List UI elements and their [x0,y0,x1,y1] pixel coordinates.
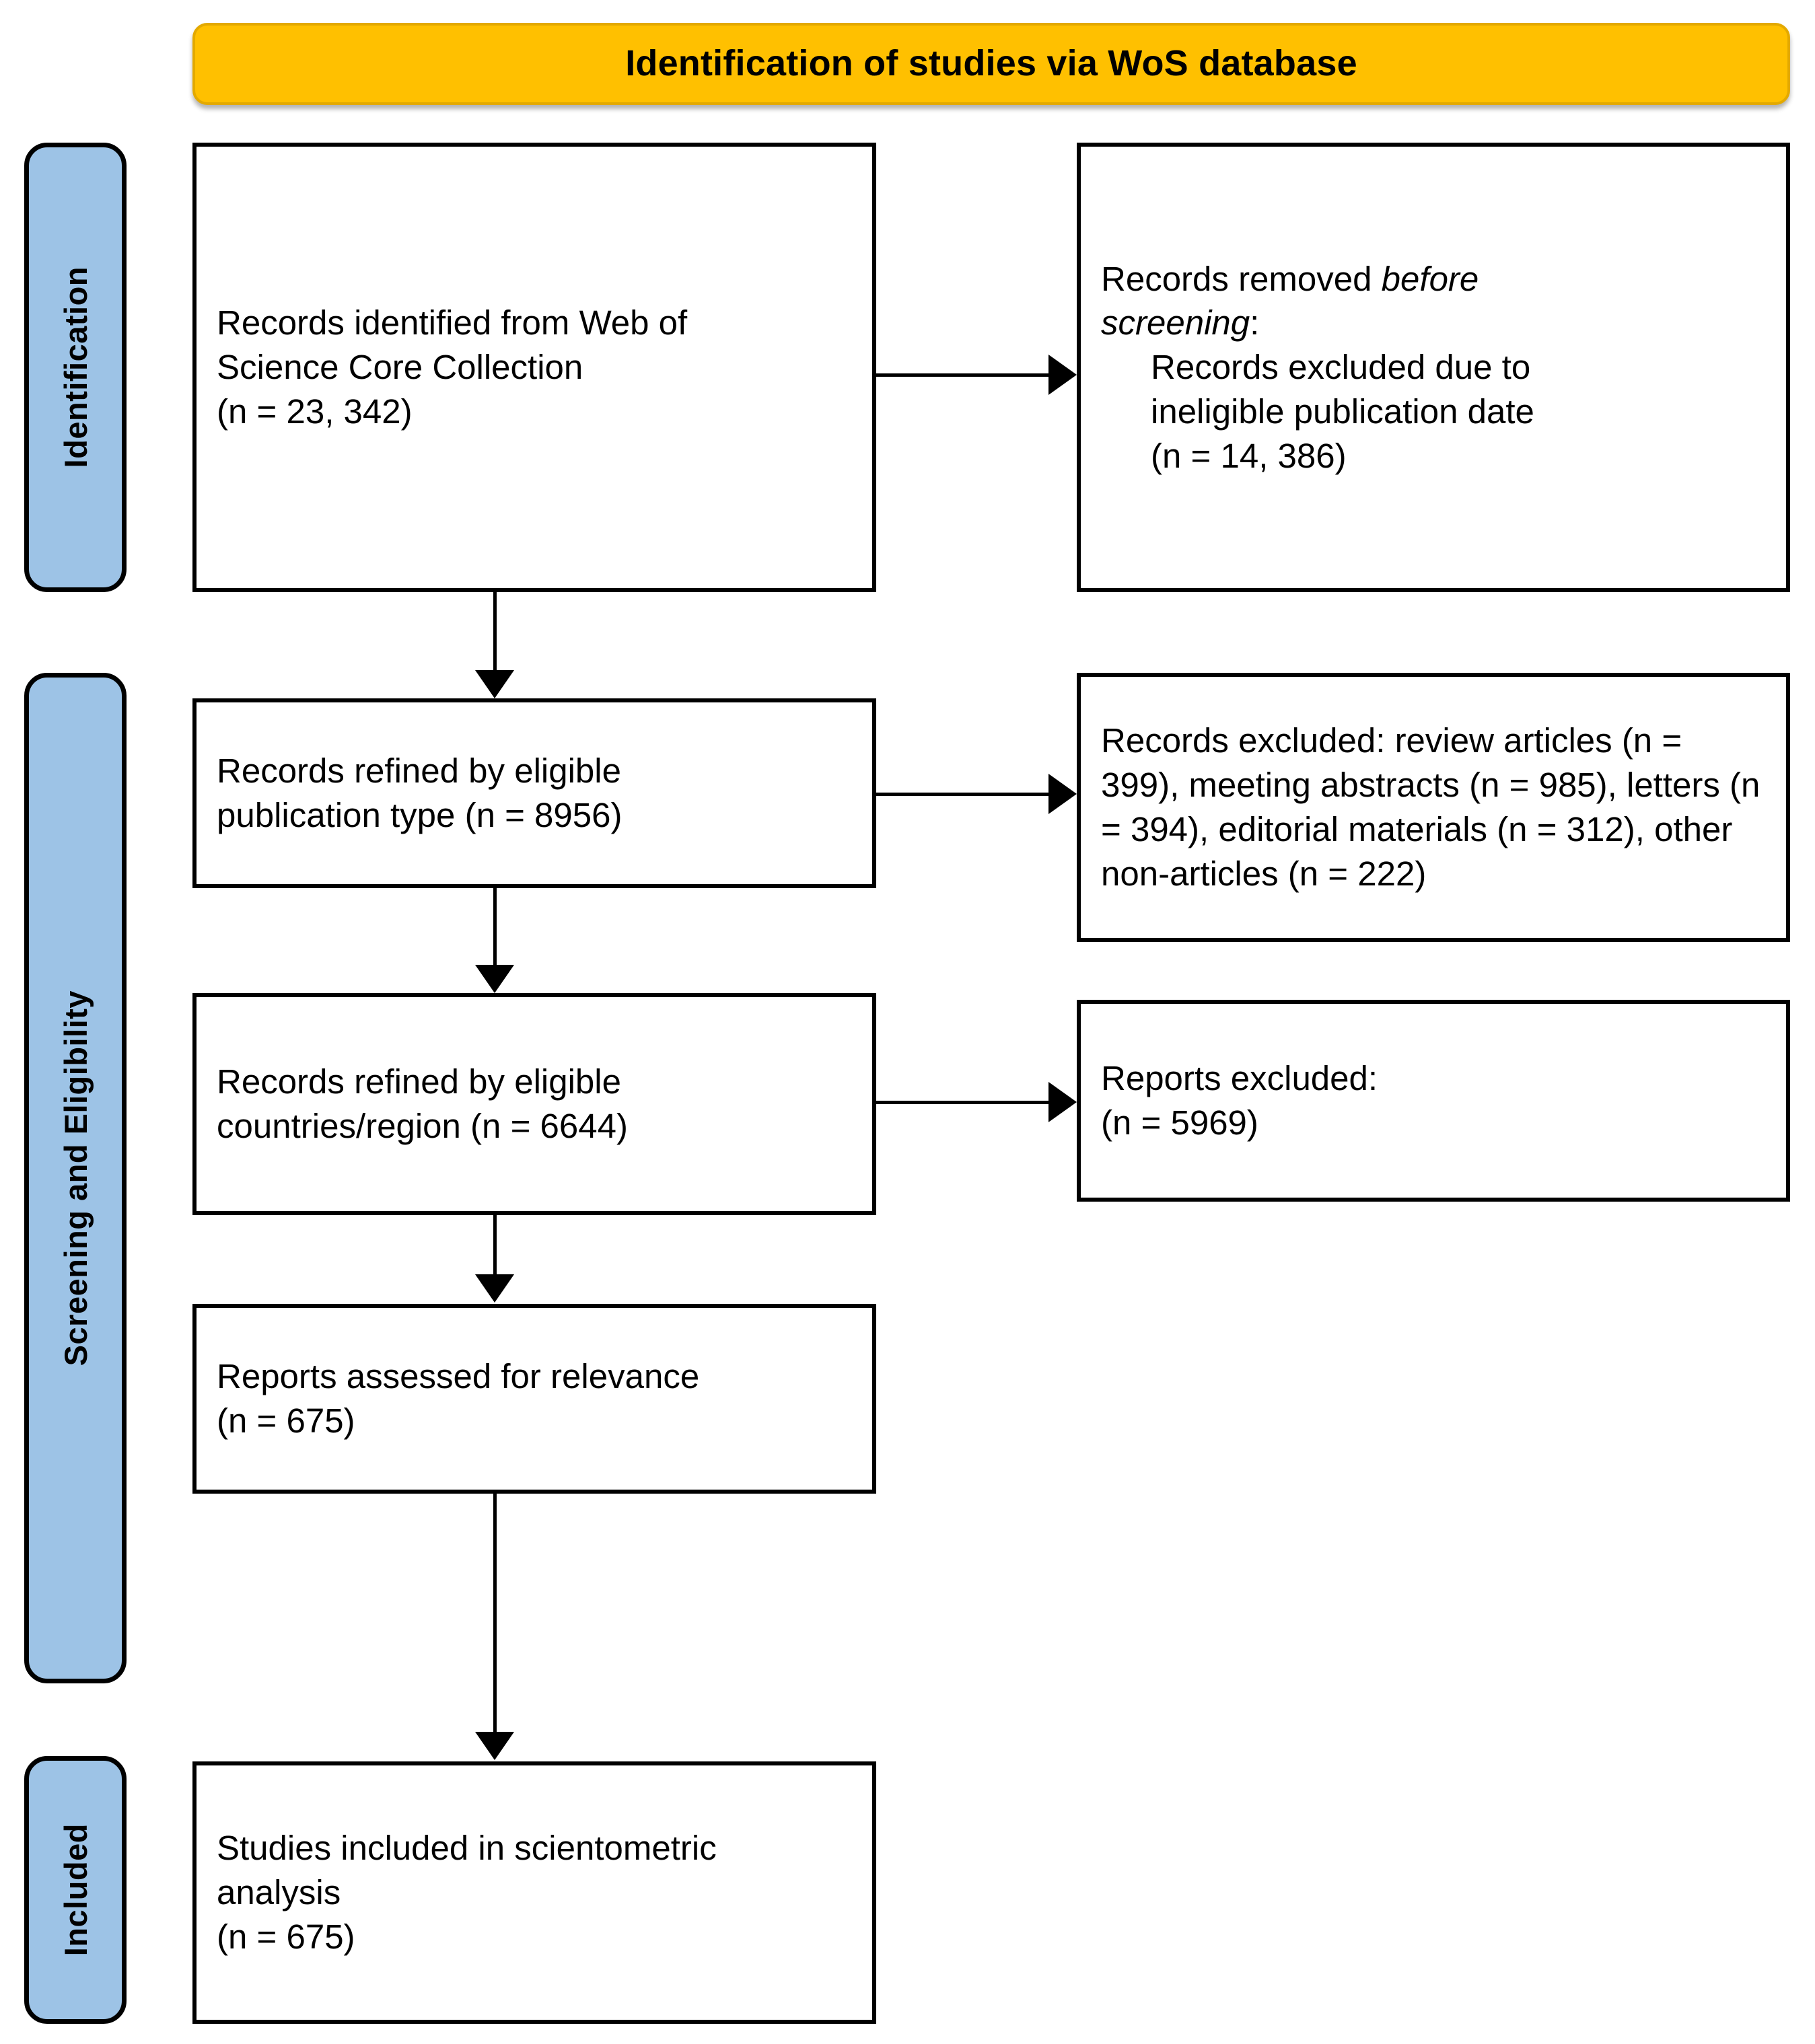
stage-label-identification-text: Identification [57,266,94,468]
box-included-text: Studies included in scientometric analys… [197,1826,872,1959]
arrowhead-right-icon [1048,1082,1077,1122]
arrowhead-right-icon [1048,774,1077,814]
stage-label-included: Included [24,1756,127,2024]
records-removed-emphasis-before: before [1381,259,1479,298]
refined-country-line1: Records refined by eligible [217,1062,621,1101]
records-removed-line3: ineligible publication date [1151,392,1534,431]
refined-country-line2: countries/region (n = 6644) [217,1107,628,1145]
arrowhead-right-icon [1048,355,1077,395]
box-records-removed-text: Records removed before screening: Record… [1081,257,1786,478]
diagram-header-banner: Identification of studies via WoS databa… [192,23,1790,105]
box-reports-assessed-for-relevance: Reports assessed for relevance (n = 675) [192,1304,876,1494]
connector-refined-type-to-refined-country [493,888,497,966]
records-removed-count: (n = 14, 386) [1151,436,1347,475]
records-removed-emphasis-screening: screening [1101,303,1250,342]
records-removed-line1: Records removed [1101,259,1382,298]
included-line2: analysis [217,1873,341,1912]
box-records-removed-before-screening: Records removed before screening: Record… [1077,143,1790,592]
box-excluded-types-text: Records excluded: review articles (n = 3… [1101,721,1760,893]
refined-type-line1: Records refined by eligible [217,752,621,791]
box-studies-included: Studies included in scientometric analys… [192,1761,876,2024]
connector-identified-to-removed [876,373,1053,377]
assessed-count: (n = 675) [217,1401,355,1440]
box-reports-excluded-text: Reports excluded: (n = 5969) [1081,1056,1786,1145]
stage-label-identification: Identification [24,143,127,592]
assessed-line1: Reports assessed for relevance [217,1357,700,1396]
box-refined-country-text: Records refined by eligible countries/re… [197,1060,872,1148]
records-removed-colon: : [1250,303,1260,342]
arrowhead-down-icon [475,1274,514,1303]
box-records-excluded-publication-types: Records excluded: review articles (n = 3… [1077,673,1790,942]
connector-refined-type-to-excluded-types [876,793,1053,796]
records-removed-line2: Records excluded due to [1151,348,1531,387]
box-records-refined-countries-region: Records refined by eligible countries/re… [192,993,876,1215]
box-records-identified-text: Records identified from Web of Science C… [197,301,872,433]
box-reports-excluded: Reports excluded: (n = 5969) [1077,1000,1790,1202]
records-identified-line2: Science Core Collection [217,348,583,387]
reports-excluded-line1: Reports excluded: [1101,1059,1378,1098]
refined-type-line2: publication type (n = 8956) [217,796,622,834]
included-line1: Studies included in scientometric [217,1829,717,1868]
included-count: (n = 675) [217,1917,355,1956]
arrowhead-down-icon [475,965,514,993]
stage-label-screening-eligibility-text: Screening and Eligibility [57,990,94,1366]
connector-refined-country-to-assessed [493,1215,497,1276]
connector-identified-to-refined-type [493,592,497,671]
arrowhead-down-icon [475,1732,514,1760]
box-records-identified: Records identified from Web of Science C… [192,143,876,592]
connector-assessed-to-included [493,1494,497,1733]
box-assessed-text: Reports assessed for relevance (n = 675) [197,1354,872,1443]
reports-excluded-count: (n = 5969) [1101,1103,1258,1142]
diagram-title: Identification of studies via WoS databa… [625,43,1357,84]
stage-label-included-text: Included [57,1823,94,1957]
stage-label-screening-eligibility: Screening and Eligibility [24,673,127,1683]
records-identified-line1: Records identified from Web of [217,303,688,342]
box-records-refined-publication-type: Records refined by eligible publication … [192,698,876,888]
box-refined-type-text: Records refined by eligible publication … [197,749,872,838]
arrowhead-down-icon [475,670,514,698]
connector-refined-country-to-reports-excluded [876,1101,1053,1104]
records-identified-count: (n = 23, 342) [217,392,413,431]
